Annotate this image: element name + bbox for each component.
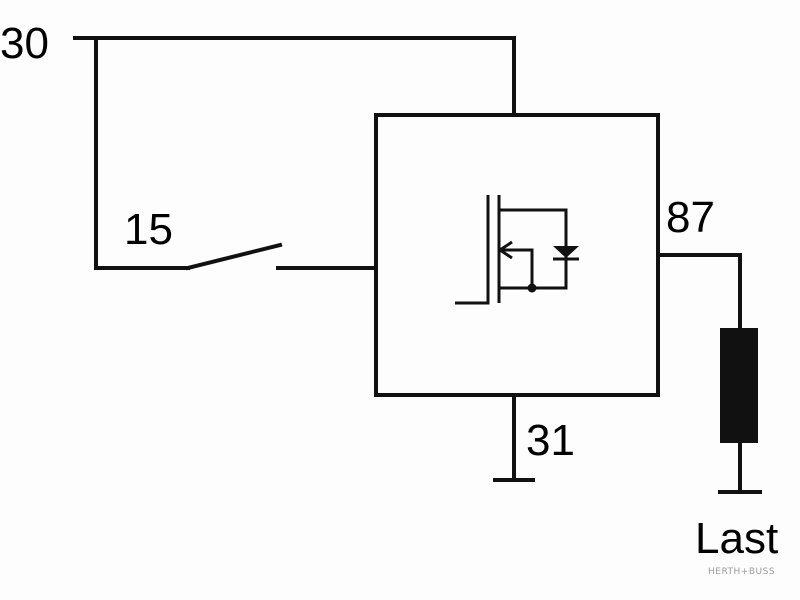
watermark-logo: HERTH+BUSS <box>708 567 775 577</box>
switch-15-lever <box>185 242 283 271</box>
mosfet-source-lead <box>499 248 534 288</box>
mosfet-arrow <box>497 240 513 260</box>
label-terminal-30: 30 <box>0 19 49 68</box>
label-terminal-31: 31 <box>526 416 575 465</box>
mosfet-symbol <box>455 195 579 305</box>
wire-terminal-30 <box>73 36 516 117</box>
label-terminal-15: 15 <box>124 205 173 254</box>
wire-30-to-switch <box>94 36 190 270</box>
label-terminal-87: 87 <box>666 193 715 242</box>
mosfet-gate <box>455 195 490 305</box>
load-resistor <box>720 328 758 443</box>
wire-terminal-87 <box>656 253 742 330</box>
electronic-relay-box <box>374 113 660 397</box>
body-diode-icon <box>553 246 579 261</box>
label-load: Last <box>695 514 778 563</box>
mosfet-junction-dot <box>527 283 537 293</box>
